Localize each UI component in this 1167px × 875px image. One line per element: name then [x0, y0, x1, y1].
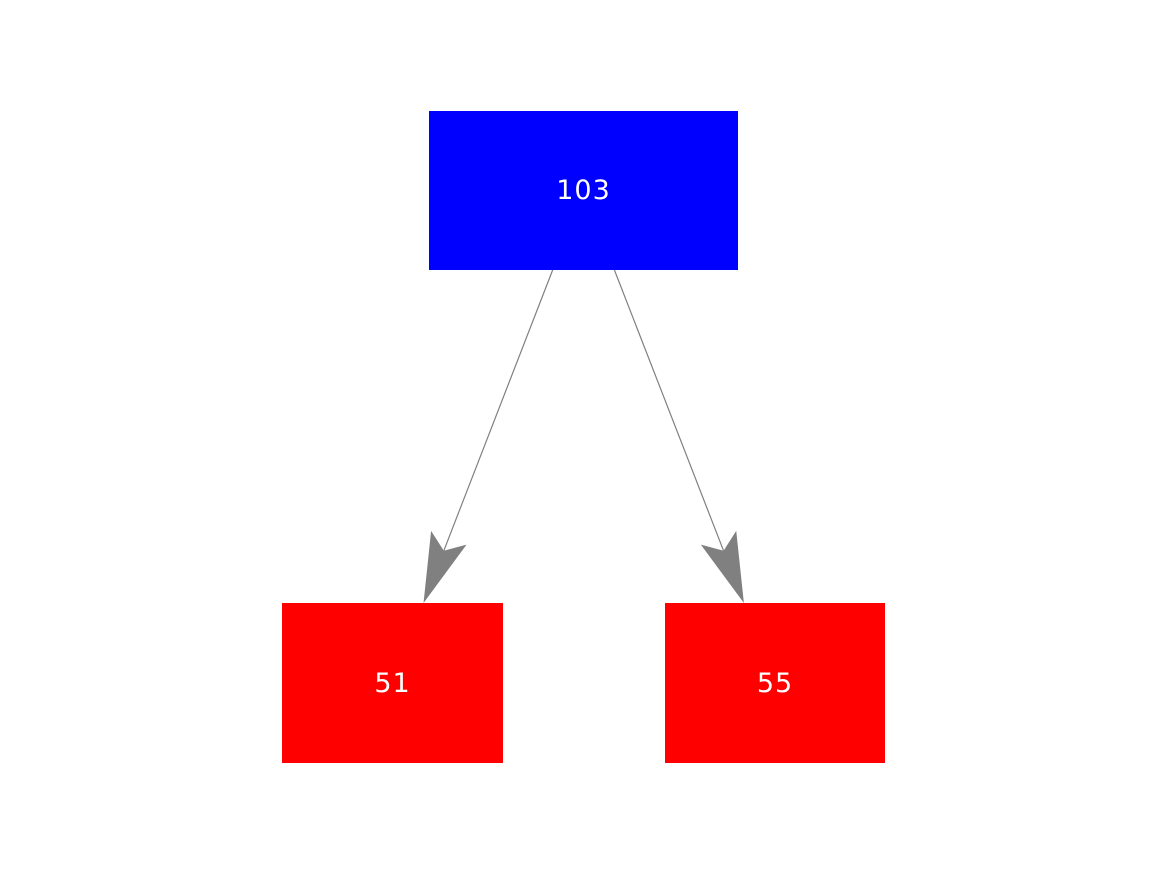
node-right-child: 55	[665, 603, 885, 763]
edge-line	[613, 269, 725, 552]
node-left-child: 51	[282, 603, 503, 763]
node-root-label: 103	[556, 175, 611, 206]
edge-line	[443, 269, 554, 552]
edge-arrowhead-icon	[423, 530, 467, 603]
node-right-child-label: 55	[756, 667, 794, 699]
node-root: 103	[429, 111, 738, 270]
node-left-child-label: 51	[374, 667, 411, 699]
edge-arrowhead-icon	[700, 530, 744, 603]
